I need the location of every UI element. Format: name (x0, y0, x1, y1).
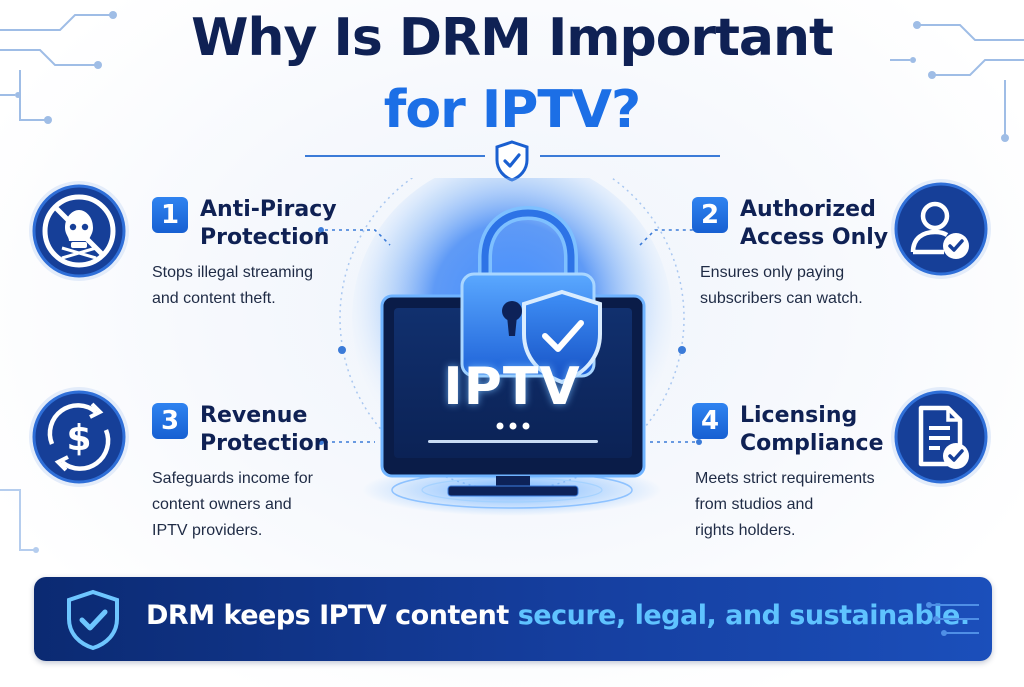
feature-4-desc: Meets strict requirements from studios a… (695, 466, 895, 544)
feature-2-title-line1: Authorized (740, 197, 876, 222)
svg-text:$: $ (66, 418, 91, 459)
feature-3-title-line1: Revenue (200, 403, 308, 428)
feature-3-desc-line1: Safeguards income for (152, 470, 313, 487)
circuit-decoration-bottom-left (0, 489, 39, 553)
feature-3-desc: Safeguards income for content owners and… (152, 466, 352, 544)
circuit-decoration-right (890, 21, 1024, 142)
user-check-icon (891, 179, 991, 279)
shield-check-icon (522, 289, 602, 385)
feature-3-title-line2: Protection (200, 431, 330, 456)
orbit-dot-left (338, 346, 346, 354)
circuit-decoration-banner (926, 602, 979, 636)
feature-2-title: Authorized Access Only (740, 196, 940, 252)
dollar-cycle-icon: $ (29, 387, 129, 487)
feature-4-desc-line2: from studios and (695, 496, 814, 513)
feature-4-desc-line1: Meets strict requirements (695, 470, 875, 487)
document-check-icon (891, 387, 991, 487)
feature-2-desc-line2: subscribers can watch. (700, 290, 863, 307)
feature-4-number: 4 (692, 403, 728, 439)
feature-2-desc: Ensures only paying subscribers can watc… (700, 260, 900, 312)
shield-check-icon (67, 589, 119, 651)
page-title-line2: for IPTV? (383, 80, 641, 140)
summary-banner: DRM keeps IPTV content secure, legal, an… (34, 577, 992, 661)
no-piracy-skull-icon (29, 181, 129, 281)
feature-1-number: 1 (152, 197, 188, 233)
orbit-dot-right (678, 346, 686, 354)
screen-label: IPTV (443, 357, 581, 417)
feature-4-title: Licensing Compliance (740, 402, 940, 458)
feature-3-number: 3 (152, 403, 188, 439)
feature-3-desc-line3: IPTV providers. (152, 522, 263, 539)
page-title-line1: Why Is DRM Important (191, 8, 834, 68)
feature-2-desc-line1: Ensures only paying (700, 264, 845, 281)
feature-1-desc-line1: Stops illegal streaming (152, 264, 313, 281)
feature-4-title-line2: Compliance (740, 431, 884, 456)
feature-1-desc-line2: and content theft. (152, 290, 276, 307)
circuit-decoration-left (0, 11, 117, 124)
center-illustration (338, 178, 686, 516)
feature-4-title-line1: Licensing (740, 403, 858, 428)
banner-text-plain: DRM keeps IPTV content (146, 600, 518, 631)
feature-1-title: Anti-Piracy Protection (200, 196, 400, 252)
feature-3-desc-line2: content owners and (152, 496, 292, 513)
feature-3-title: Revenue Protection (200, 402, 400, 458)
banner-text: DRM keeps IPTV content secure, legal, an… (146, 600, 970, 631)
feature-2-number: 2 (692, 197, 728, 233)
title-rule-left (305, 155, 485, 157)
feature-1-desc: Stops illegal streaming and content thef… (152, 260, 352, 312)
feature-4-desc-line3: rights holders. (695, 522, 796, 539)
title-rule-right (540, 155, 720, 157)
feature-2-title-line2: Access Only (740, 225, 889, 250)
banner-text-highlight: secure, legal, and sustainable. (517, 600, 970, 631)
feature-1-title-line2: Protection (200, 225, 330, 250)
feature-1-title-line1: Anti-Piracy (200, 197, 337, 222)
